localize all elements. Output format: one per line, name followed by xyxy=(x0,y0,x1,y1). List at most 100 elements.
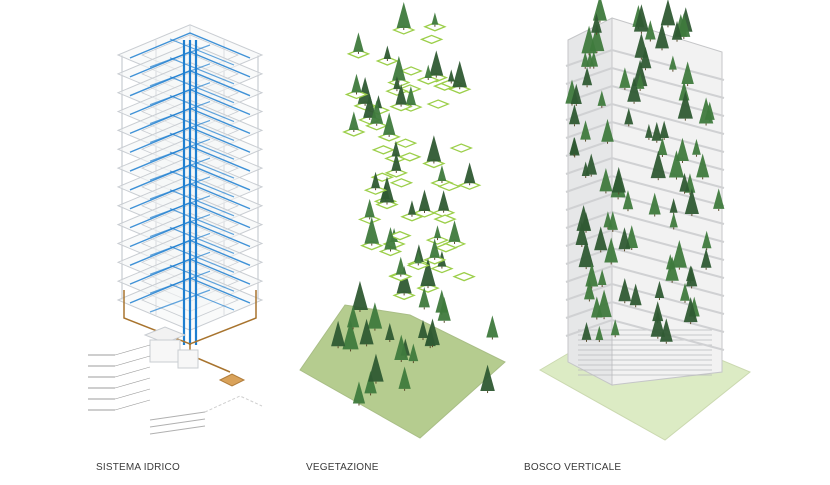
tree-icon xyxy=(370,100,384,124)
planter-tree xyxy=(418,189,431,213)
tree-icon xyxy=(429,50,444,76)
well-pad xyxy=(218,373,246,387)
planter-tree xyxy=(395,83,407,107)
tree-icon xyxy=(619,67,631,88)
tree-icon xyxy=(384,226,397,250)
roof-tree xyxy=(671,20,683,42)
tower-tree xyxy=(650,310,665,339)
planter-tree xyxy=(452,60,467,90)
ground-tree xyxy=(342,320,359,352)
planter xyxy=(449,143,474,153)
planter-tree xyxy=(396,2,411,30)
balcony-edge xyxy=(565,66,725,99)
tower-tree xyxy=(698,97,714,126)
balcony-edge xyxy=(565,282,725,315)
planter-tree xyxy=(371,171,381,191)
distribution-pipe xyxy=(169,170,235,198)
tree-icon xyxy=(394,334,409,361)
tree-icon xyxy=(671,20,683,40)
tower-tree xyxy=(595,325,604,343)
tree-icon xyxy=(657,137,668,155)
tree-icon xyxy=(367,302,383,329)
ground-tree xyxy=(364,370,377,396)
tree-icon xyxy=(618,278,632,302)
balcony-edge xyxy=(565,174,725,207)
tree-icon xyxy=(713,188,725,209)
tree-icon xyxy=(429,238,440,258)
planter-tree xyxy=(447,69,455,84)
tree-icon xyxy=(585,263,599,287)
tree-icon xyxy=(463,162,476,184)
distribution-pipe xyxy=(169,94,235,123)
tower-trees xyxy=(565,0,725,344)
ground-tree xyxy=(425,318,440,348)
planter-tree xyxy=(433,225,442,241)
roof-tree xyxy=(660,0,676,28)
tree-icon xyxy=(582,66,593,86)
planter-tree xyxy=(424,64,432,81)
equipment-tank xyxy=(149,339,181,363)
planter-tree xyxy=(414,251,422,266)
leader-line xyxy=(114,344,151,356)
tower-tree xyxy=(585,263,599,289)
planter xyxy=(388,230,412,241)
planter xyxy=(437,181,461,192)
tower-tree xyxy=(648,192,661,217)
roof-tree xyxy=(634,32,649,60)
tree-icon xyxy=(576,205,591,231)
tree-icon xyxy=(591,296,603,318)
tower-tree xyxy=(692,138,701,157)
tower-tree xyxy=(618,278,632,304)
tower-tree xyxy=(591,296,603,320)
distribution-pipe xyxy=(169,208,235,236)
planter xyxy=(393,138,418,148)
tower-tree xyxy=(604,237,619,265)
ground-tree xyxy=(367,302,383,331)
planter-tree xyxy=(351,73,362,95)
tree-icon xyxy=(684,188,699,215)
distribution-pipe xyxy=(169,57,235,85)
distribution-pipe xyxy=(169,283,235,311)
ground-tree xyxy=(385,322,395,343)
water-pipes xyxy=(123,32,257,373)
tower-tree xyxy=(618,227,631,252)
tree-icon xyxy=(701,230,712,249)
tree-icon xyxy=(448,220,461,242)
tree-icon xyxy=(351,280,368,311)
tree-icon xyxy=(447,69,455,82)
tree-icon xyxy=(597,90,607,106)
ground-tree xyxy=(437,296,451,323)
tree-icon xyxy=(668,55,677,70)
ground-tree xyxy=(394,334,409,363)
tower-tree xyxy=(599,167,613,194)
distribution-pipe xyxy=(169,264,235,292)
ground-plane xyxy=(299,304,506,439)
planter xyxy=(433,214,457,224)
balcony-edge xyxy=(565,156,725,189)
tree-icon xyxy=(677,13,691,37)
planter-tree xyxy=(420,258,436,289)
distribution-pipe xyxy=(169,226,235,255)
tower-tree xyxy=(685,265,698,289)
tower-tree xyxy=(651,121,662,143)
tower-tree xyxy=(671,239,687,270)
tower-tree xyxy=(622,190,634,212)
tree-icon xyxy=(352,381,366,404)
tree-icon xyxy=(363,93,377,118)
tower-right-face xyxy=(611,17,723,386)
tree-icon xyxy=(589,51,599,67)
planter-tree xyxy=(437,164,447,183)
tree-icon xyxy=(433,225,442,239)
planter xyxy=(398,152,422,162)
tree-icon xyxy=(601,118,614,142)
leader-line xyxy=(114,355,151,367)
planter xyxy=(426,99,450,109)
roof-tree xyxy=(581,25,597,56)
planter-layers xyxy=(342,2,482,301)
tree-icon xyxy=(679,172,690,192)
tower-tree xyxy=(584,279,595,302)
planter-tree xyxy=(393,75,401,92)
tower-tree xyxy=(645,123,653,140)
tree-icon xyxy=(398,366,411,389)
tree-icon xyxy=(405,86,417,106)
